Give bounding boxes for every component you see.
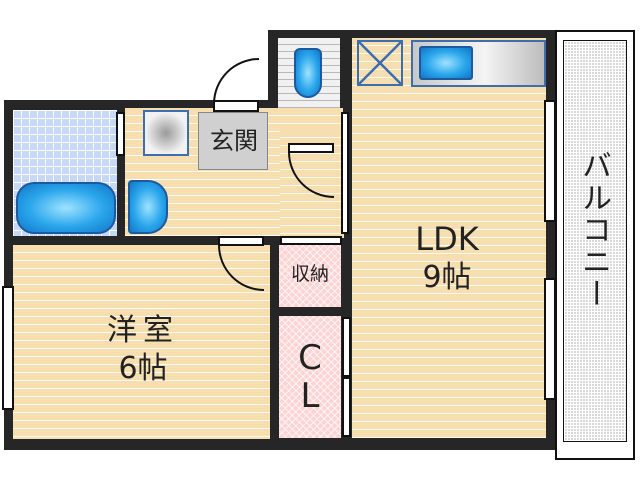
hall-ldk-partition[interactable] — [341, 112, 349, 234]
entrance-door-swing — [213, 58, 259, 104]
closet-label-l: L — [300, 376, 320, 416]
room-ldk: LDK 9帖 — [352, 38, 546, 438]
entrance-label: 玄関 — [210, 127, 258, 155]
closet: C L — [279, 316, 341, 438]
western-room-size: 6帖 — [118, 351, 168, 386]
washbasin-icon — [128, 180, 168, 234]
bathroom-door[interactable] — [116, 112, 125, 156]
storage-label: 収納 — [290, 263, 329, 285]
ldk-name: LDK — [415, 220, 479, 258]
ldk-size: 9帖 — [422, 260, 472, 295]
ldk-window-lower[interactable] — [544, 278, 556, 400]
ldk-window-upper[interactable] — [544, 100, 556, 222]
storage-door[interactable] — [280, 236, 342, 245]
western-room-window[interactable] — [2, 286, 14, 410]
toilet-icon — [294, 48, 322, 98]
kitchen-sink-icon — [419, 46, 473, 80]
kitchen-counter — [411, 40, 546, 87]
washing-machine-space — [143, 110, 189, 156]
closet-door-upper[interactable] — [342, 317, 351, 377]
room-western: 洋室 6帖 — [13, 245, 270, 439]
balcony: バルコニー — [555, 30, 635, 460]
entrance: 玄関 — [198, 112, 268, 170]
closet-door-lower[interactable] — [342, 377, 351, 437]
storage: 収納 — [279, 245, 341, 307]
bathtub-icon — [16, 182, 116, 234]
refrigerator-space — [357, 40, 403, 86]
balcony-label: バルコニー — [576, 150, 611, 310]
closet-label-c: C — [298, 338, 322, 378]
western-room-name: 洋室 — [107, 313, 179, 348]
